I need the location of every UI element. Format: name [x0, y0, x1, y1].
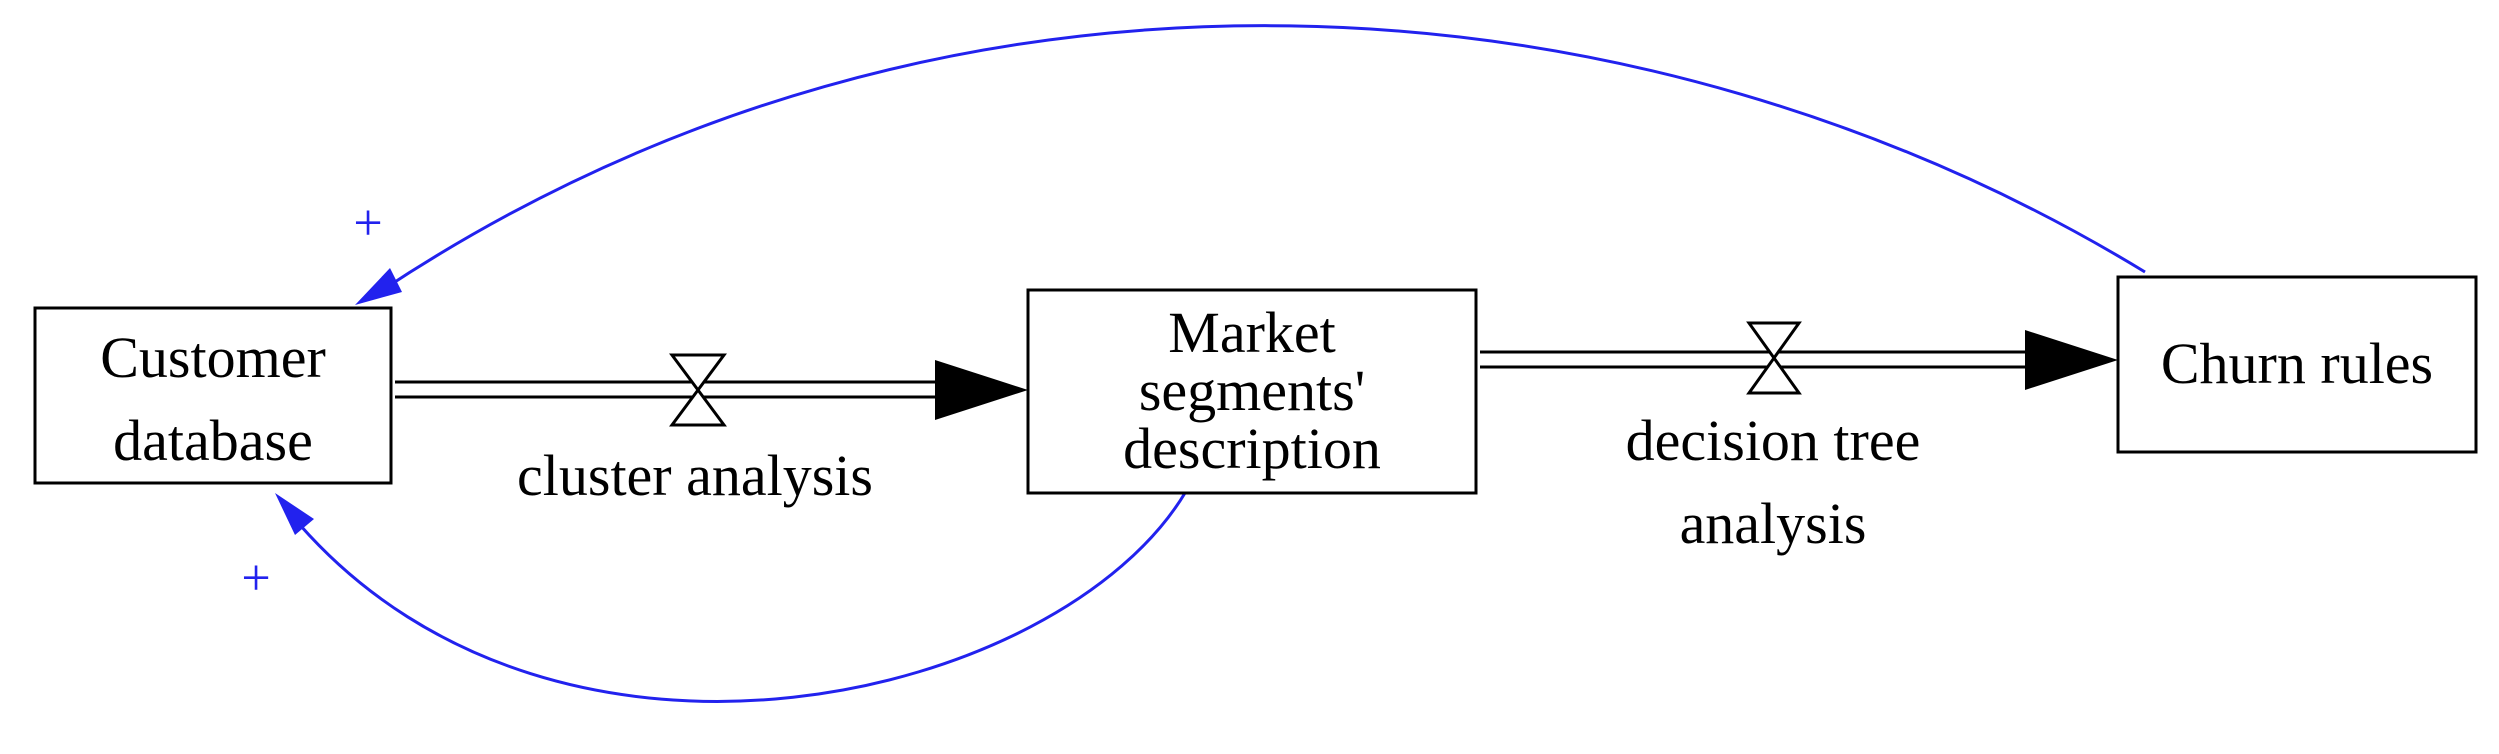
flow-cluster-analysis: cluster analysis [395, 353, 1028, 508]
stock-market-segments-line2: segments' [1139, 358, 1365, 423]
link-segments-to-customer: + [241, 492, 1187, 703]
flow-decision-arrowhead [2025, 330, 2118, 390]
link-segments-to-customer-arrowhead [275, 493, 314, 535]
flow-decision-tree: decision tree analysis [1480, 321, 2118, 556]
stock-customer-database-line2: database [113, 408, 313, 473]
stock-market-segments[interactable]: Market segments' description [1026, 288, 1478, 495]
flow-decision-label-line2: analysis [1680, 491, 1867, 556]
link-churn-to-customer-curve [374, 24, 2146, 297]
stock-customer-database[interactable]: Customer database [33, 306, 393, 485]
stock-market-segments-box [1026, 288, 1478, 495]
stock-churn-rules[interactable]: Churn rules [2116, 275, 2478, 454]
stock-customer-database-box [33, 306, 393, 485]
flow-decision-valve-icon [1746, 321, 1802, 395]
stock-market-segments-line3: description [1123, 416, 1381, 481]
flow-decision-label-line1: decision tree [1626, 408, 1921, 473]
link-segments-to-customer-polarity: + [241, 550, 270, 607]
flow-cluster-arrowhead [935, 360, 1028, 420]
flow-cluster-valve-icon [669, 353, 727, 427]
link-churn-to-customer-arrowhead [355, 268, 402, 305]
link-churn-to-customer: + [353, 24, 2146, 305]
stock-market-segments-line1: Market [1168, 300, 1336, 365]
stock-churn-rules-box [2116, 275, 2478, 454]
stock-churn-rules-label: Churn rules [2161, 331, 2433, 396]
link-churn-to-customer-polarity: + [353, 195, 382, 252]
flow-cluster-label: cluster analysis [517, 443, 873, 508]
stock-customer-database-line1: Customer [100, 325, 326, 390]
link-segments-to-customer-curve [298, 492, 1187, 703]
